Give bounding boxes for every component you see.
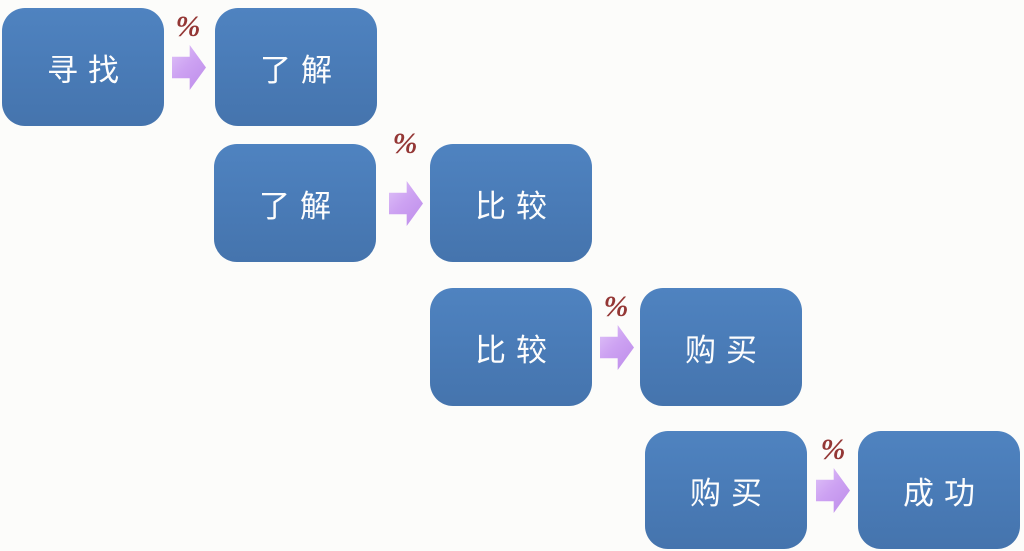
stage-box-buy: 购买 [645, 431, 807, 549]
stage-box-compare: 比较 [430, 144, 592, 262]
stage-box-find: 寻找 [2, 8, 164, 126]
arrow-right-icon [600, 325, 634, 370]
stage-box-learn: 了解 [215, 8, 377, 126]
arrow-right-icon [172, 45, 206, 90]
conversion-rate-label: % [175, 10, 201, 43]
stage-box-compare: 比较 [430, 288, 592, 406]
stage-box-buy: 购买 [640, 288, 802, 406]
conversion-rate-label: % [603, 290, 629, 323]
arrow-right-icon [816, 468, 850, 513]
conversion-rate-label: % [820, 433, 846, 466]
conversion-rate-label: % [392, 127, 418, 160]
stage-box-success: 成功 [858, 431, 1020, 549]
arrow-right-icon [389, 181, 423, 226]
stage-box-learn: 了解 [214, 144, 376, 262]
